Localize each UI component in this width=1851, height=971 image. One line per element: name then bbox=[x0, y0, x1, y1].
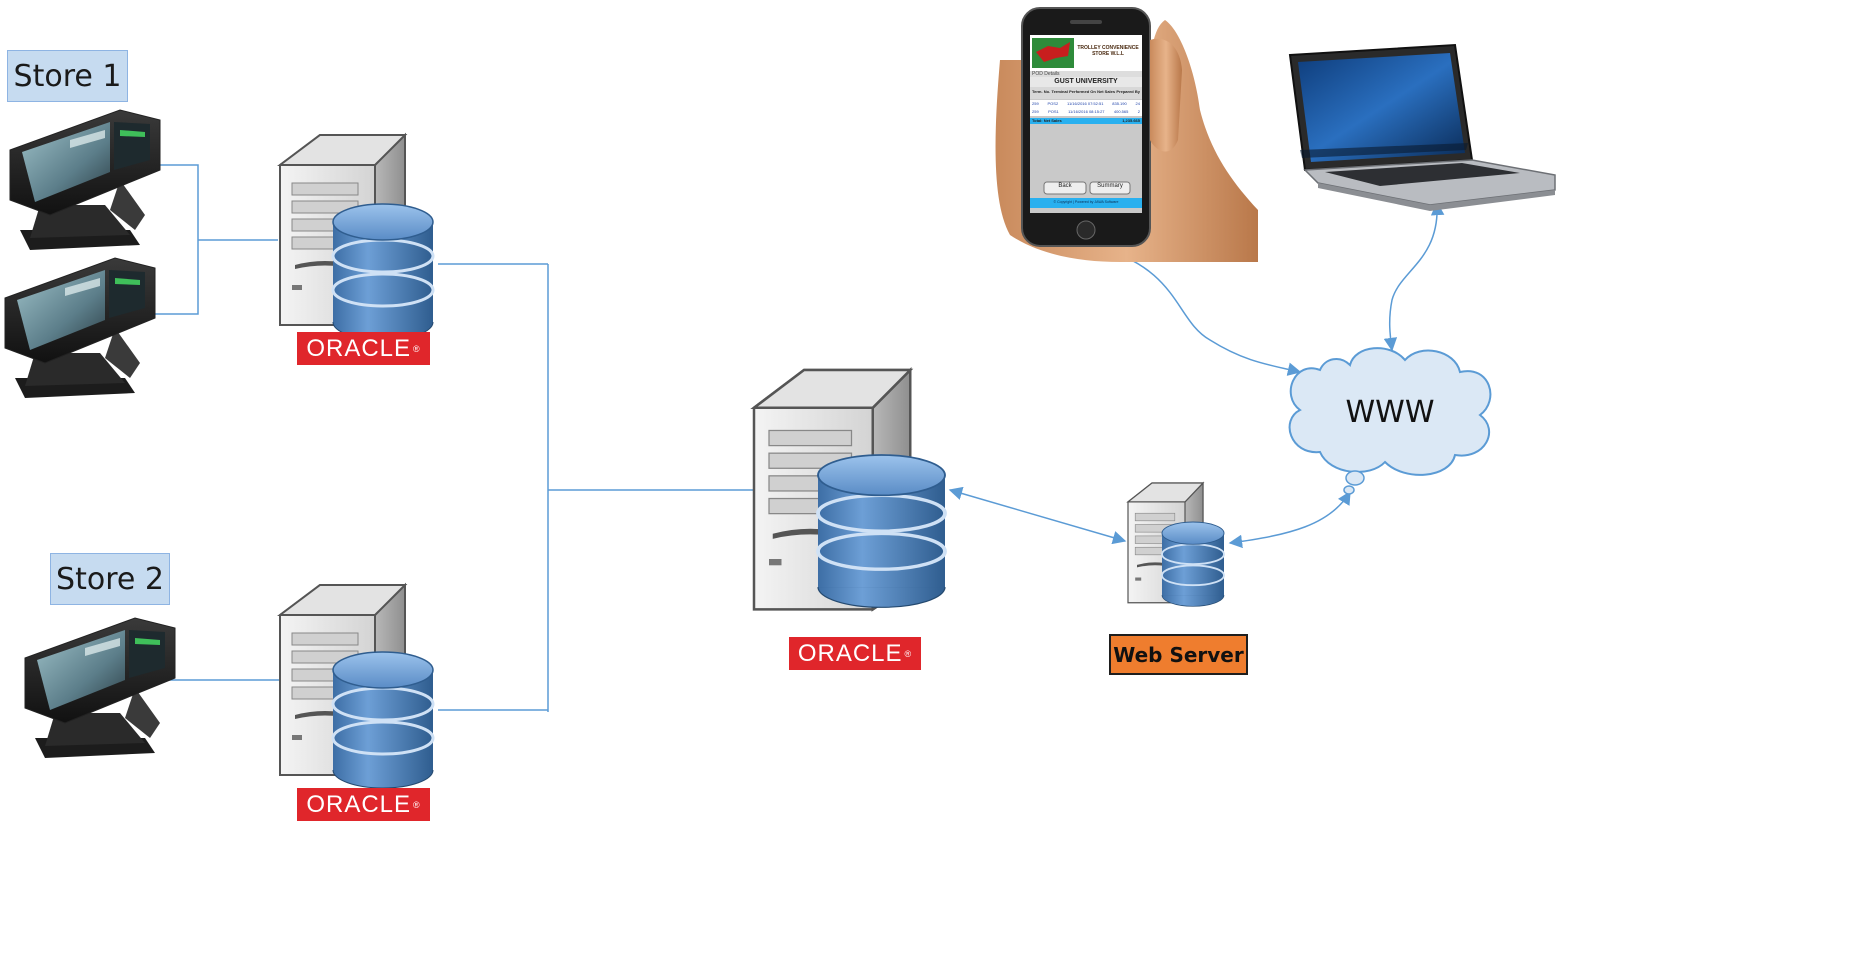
oracle-badge-store2: ORACLE® bbox=[297, 788, 430, 821]
phone-to-cloud-arrow bbox=[1096, 243, 1302, 376]
smartphone-icon bbox=[995, 7, 1258, 262]
connector-lines bbox=[127, 164, 755, 712]
webserver-to-cloud-arrow bbox=[1228, 490, 1351, 549]
central-server bbox=[752, 368, 947, 611]
arrow-connectors bbox=[948, 201, 1445, 549]
database-icon bbox=[1161, 521, 1225, 608]
pos-terminal-icon bbox=[24, 617, 176, 759]
registered-mark-icon: ® bbox=[413, 799, 421, 810]
phone-header: TROLLEY CONVENIENCE STORE W.L.L bbox=[1077, 45, 1139, 57]
col-terminal: Terminal bbox=[1051, 89, 1068, 94]
phone-screen: TROLLEY CONVENIENCE STORE W.L.L POD Deta… bbox=[1030, 35, 1142, 213]
phone-summary-button[interactable]: Summary bbox=[1097, 183, 1123, 189]
cell: 259 bbox=[1032, 101, 1039, 106]
col-prepared-by: Prepared By bbox=[1116, 89, 1140, 94]
oracle-text: ORACLE bbox=[797, 639, 903, 667]
col-term-no: Term. No. bbox=[1032, 89, 1051, 94]
database-icon bbox=[331, 650, 435, 790]
cell: POS1 bbox=[1048, 109, 1059, 114]
store2-pos-terminal bbox=[24, 617, 176, 759]
pos-terminal-icon bbox=[9, 109, 161, 251]
phone-title: GUST UNIVERSITY bbox=[1054, 78, 1118, 85]
col-performed-on: Performed On bbox=[1069, 89, 1096, 94]
cell: 11/16/2016 08:15:27 bbox=[1068, 109, 1105, 114]
cell: POS2 bbox=[1047, 101, 1059, 106]
phone-table-header: Term. No. Terminal Performed On Net Sale… bbox=[1032, 89, 1140, 94]
cloud-icon bbox=[1288, 347, 1492, 495]
cell: 259 bbox=[1032, 109, 1039, 114]
col-net-sales: Net Sales bbox=[1097, 89, 1116, 94]
cell: 2 bbox=[1137, 109, 1140, 114]
oracle-text: ORACLE bbox=[306, 334, 412, 362]
laptop-icon bbox=[1288, 43, 1556, 211]
laptop-to-cloud-arrow bbox=[1383, 201, 1445, 352]
cell: 24 bbox=[1135, 101, 1140, 106]
phone-total-row: Total: Net Sales 1,235.665 bbox=[1032, 118, 1140, 123]
phone-back-button[interactable]: Back bbox=[1058, 183, 1072, 189]
oracle-text: ORACLE bbox=[306, 790, 412, 818]
phone-footer: © Copyright | Powered by JAWA Software bbox=[1053, 200, 1119, 204]
total-label: Total: Net Sales bbox=[1032, 118, 1062, 123]
registered-mark-icon: ® bbox=[904, 648, 913, 659]
central-to-webserver-arrow bbox=[948, 486, 1127, 545]
cell: 835.190 bbox=[1112, 101, 1127, 106]
store-1-label: Store 1 bbox=[7, 50, 128, 102]
registered-mark-icon: ® bbox=[413, 343, 421, 354]
store1-pos-terminal-1 bbox=[9, 109, 161, 251]
database-icon bbox=[816, 453, 947, 610]
phone-table-row[interactable]: 259 POS2 11/16/2016 07:52:51 835.190 24 bbox=[1032, 101, 1140, 106]
store-2-label: Store 2 bbox=[50, 553, 170, 605]
web-server-machine bbox=[1127, 482, 1225, 608]
oracle-badge-store1: ORACLE® bbox=[297, 332, 430, 365]
total-value: 1,235.665 bbox=[1122, 118, 1140, 123]
database-icon bbox=[331, 202, 435, 342]
store1-server bbox=[279, 134, 435, 342]
cloud-label: WWW bbox=[1345, 395, 1435, 430]
oracle-badge-central: ORACLE® bbox=[789, 637, 921, 670]
pos-terminal-icon bbox=[4, 257, 156, 399]
store2-server bbox=[279, 584, 435, 790]
cell: 11/16/2016 07:52:51 bbox=[1067, 101, 1104, 106]
cell: 400.565 bbox=[1113, 109, 1129, 114]
phone-section-title: POD Details bbox=[1032, 71, 1060, 77]
store1-pos-terminal-2 bbox=[4, 257, 156, 399]
web-server-label: Web Server bbox=[1109, 634, 1248, 675]
phone-table-row[interactable]: 259 POS1 11/16/2016 08:15:27 400.565 2 bbox=[1032, 109, 1140, 114]
